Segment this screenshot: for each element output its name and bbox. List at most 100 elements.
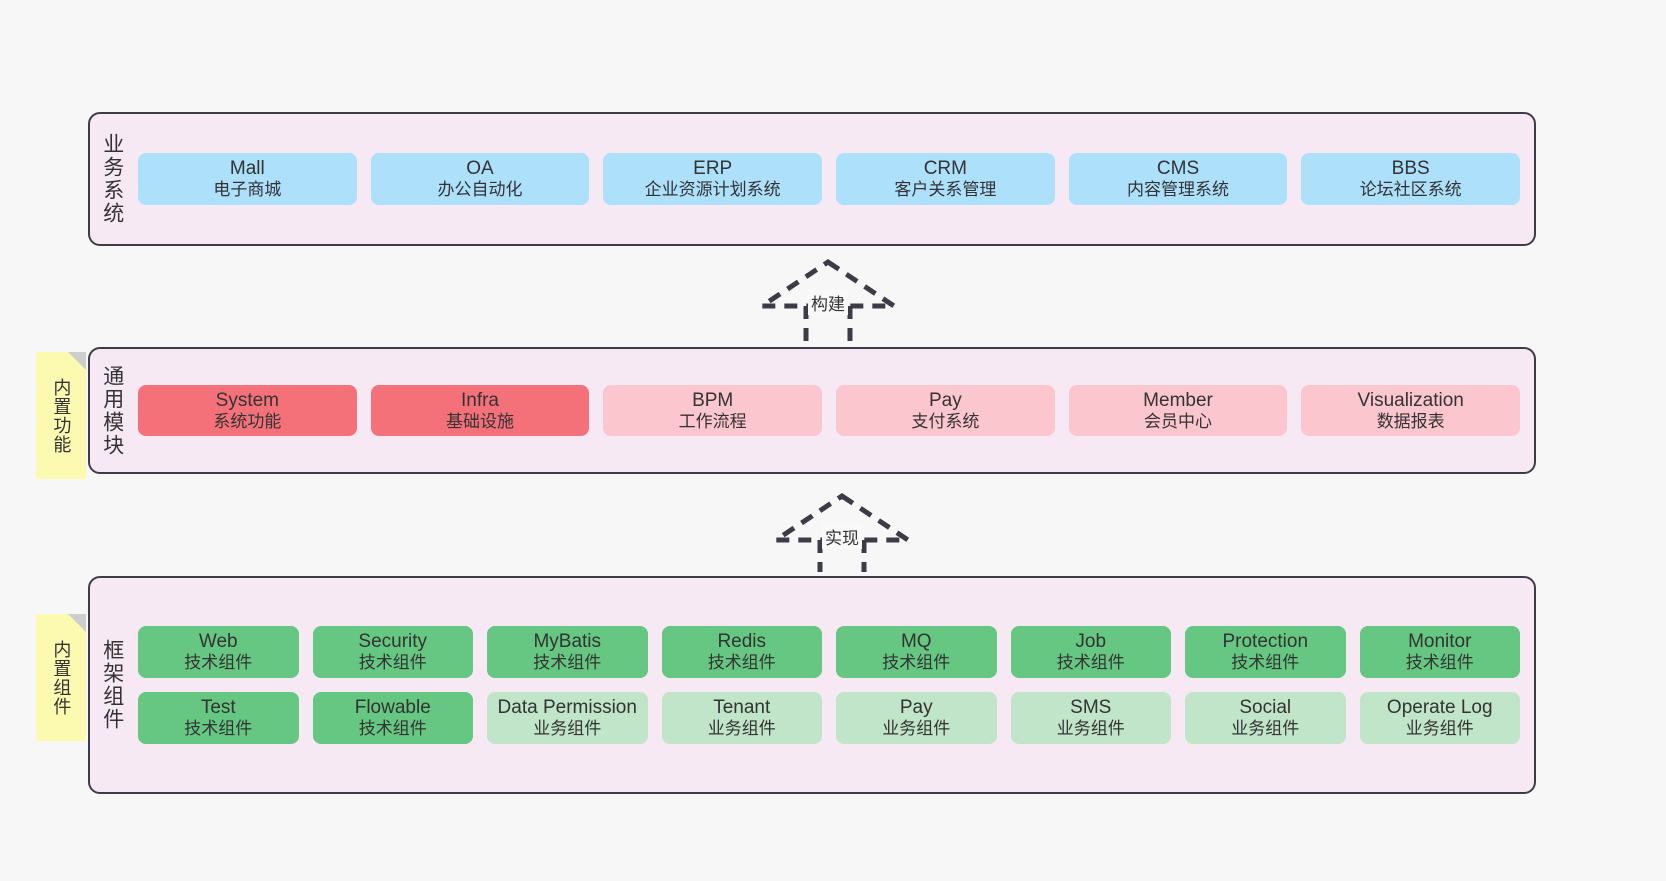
connector-implement: 实现 [767,492,917,572]
node-row: Test 技术组件 Flowable 技术组件 Data Permission … [138,692,1520,744]
node-subtitle: 论坛社区系统 [1359,180,1462,200]
node-name: Flowable [354,697,431,718]
node-visualization[interactable]: Visualization 数据报表 [1301,384,1521,437]
node-name: BPM [692,389,734,411]
node-name: Job [1075,631,1107,653]
node-pay-module[interactable]: Pay 支付系统 [836,384,1055,437]
node-subtitle: 企业资源计划系统 [644,180,781,200]
node-subtitle: 技术组件 [184,719,253,739]
node-monitor[interactable]: Monitor 技术组件 [1359,626,1520,678]
node-subtitle: 技术组件 [358,653,427,673]
node-name: ERP [693,158,733,180]
sticky-note-label: 内置功能 [51,377,72,454]
node-subtitle: 技术组件 [882,653,951,673]
node-subtitle: 电子商城 [213,180,282,200]
node-name: Monitor [1408,631,1472,653]
node-row: Mall 电子商城 OA 办公自动化 ERP 企业资源计划系统 CRM 客户关系… [138,153,1521,205]
node-subtitle: 业务组件 [1056,719,1125,739]
node-subtitle: 技术组件 [184,653,253,673]
node-name: Tenant [713,697,771,718]
layer-title-framework-component: 框架组件 [100,639,124,731]
node-row: System 系统功能 Infra 基础设施 BPM 工作流程 Pay 支付系统… [138,384,1521,437]
node-erp[interactable]: ERP 企业资源计划系统 [603,153,823,205]
node-name: Infra [460,389,500,411]
node-job[interactable]: Job 技术组件 [1010,626,1171,678]
arrowhead-triangle [767,492,917,543]
node-sms[interactable]: SMS 业务组件 [1010,692,1171,744]
node-name: Social [1239,697,1292,718]
node-name: Web [198,631,238,653]
node-web[interactable]: Web 技术组件 [138,626,299,678]
sticky-fold-icon [68,614,86,632]
sticky-fold-icon [68,352,86,370]
sticky-note-label: 内置组件 [51,639,72,716]
node-oa[interactable]: OA 办公自动化 [370,153,590,205]
node-social[interactable]: Social 业务组件 [1185,692,1346,744]
node-name: BBS [1391,158,1430,180]
node-name: System [215,389,280,411]
node-subtitle: 客户关系管理 [894,180,997,200]
sticky-note-builtin-component[interactable]: 内置组件 [36,614,86,741]
node-operate-log[interactable]: Operate Log 业务组件 [1359,692,1520,744]
node-name: CMS [1156,158,1200,180]
node-name: Mall [229,158,265,180]
sticky-note-builtin-function[interactable]: 内置功能 [36,352,86,479]
node-subtitle: 基础设施 [446,411,514,431]
node-data-permission[interactable]: Data Permission 业务组件 [487,692,648,744]
node-mq[interactable]: MQ 技术组件 [836,626,997,678]
node-name: Operate Log [1386,697,1493,718]
node-crm[interactable]: CRM 客户关系管理 [836,153,1055,205]
node-infra[interactable]: Infra 基础设施 [370,384,590,437]
layer-business-system: 业务系统 Mall 电子商城 OA 办公自动化 ERP 企业资源计划系统 CRM… [88,112,1536,246]
node-name: Data Permission [497,697,637,718]
node-subtitle: 技术组件 [533,653,602,673]
node-flowable[interactable]: Flowable 技术组件 [312,692,473,744]
node-member[interactable]: Member 会员中心 [1068,384,1288,437]
connector-build: 构建 [753,258,903,350]
node-subtitle: 业务组件 [1231,719,1300,739]
node-subtitle: 系统功能 [213,411,282,431]
connector-label-implement: 实现 [822,524,862,549]
node-subtitle: 技术组件 [1056,653,1125,673]
node-name: Test [200,697,236,718]
connector-stem [803,306,853,350]
node-protection[interactable]: Protection 技术组件 [1185,626,1346,678]
node-system[interactable]: System 系统功能 [138,384,357,437]
node-name: Redis [717,631,767,653]
node-name: CRM [923,158,967,180]
node-subtitle: 工作流程 [678,411,747,431]
node-pay-component[interactable]: Pay 业务组件 [836,692,997,744]
node-tenant[interactable]: Tenant 业务组件 [661,692,822,744]
node-subtitle: 支付系统 [911,411,980,431]
node-redis[interactable]: Redis 技术组件 [661,626,822,678]
node-name: Protection [1222,631,1309,653]
layer-body-common-module: System 系统功能 Infra 基础设施 BPM 工作流程 Pay 支付系统… [134,349,1534,472]
layer-common-module: 通用模块 System 系统功能 Infra 基础设施 BPM 工作流程 Pay… [88,347,1536,474]
node-mall[interactable]: Mall 电子商城 [138,153,357,205]
connector-label-build: 构建 [808,290,848,315]
node-test[interactable]: Test 技术组件 [138,692,299,744]
node-security[interactable]: Security 技术组件 [312,626,473,678]
node-subtitle: 技术组件 [358,719,427,739]
node-name: Pay [928,389,962,411]
layer-body-framework-component: Web 技术组件 Security 技术组件 MyBatis 技术组件 Redi… [134,578,1534,792]
node-name: OA [466,158,494,180]
node-subtitle: 数据报表 [1376,411,1445,431]
node-subtitle: 业务组件 [1405,719,1474,739]
node-name: SMS [1070,697,1112,718]
node-subtitle: 技术组件 [707,653,776,673]
connector-stem [817,540,867,572]
node-subtitle: 技术组件 [1405,653,1474,673]
node-mybatis[interactable]: MyBatis 技术组件 [487,626,648,678]
arrowhead-triangle [753,258,903,309]
node-subtitle: 业务组件 [882,719,951,739]
node-name: MQ [900,631,932,653]
node-bbs[interactable]: BBS 论坛社区系统 [1301,153,1521,205]
node-cms[interactable]: CMS 内容管理系统 [1068,153,1288,205]
layer-framework-component: 框架组件 Web 技术组件 Security 技术组件 MyBatis 技术组件… [88,576,1536,794]
node-name: Security [358,631,428,653]
layer-title-business-system: 业务系统 [100,133,124,225]
node-subtitle: 业务组件 [533,719,602,739]
node-bpm[interactable]: BPM 工作流程 [603,384,823,437]
